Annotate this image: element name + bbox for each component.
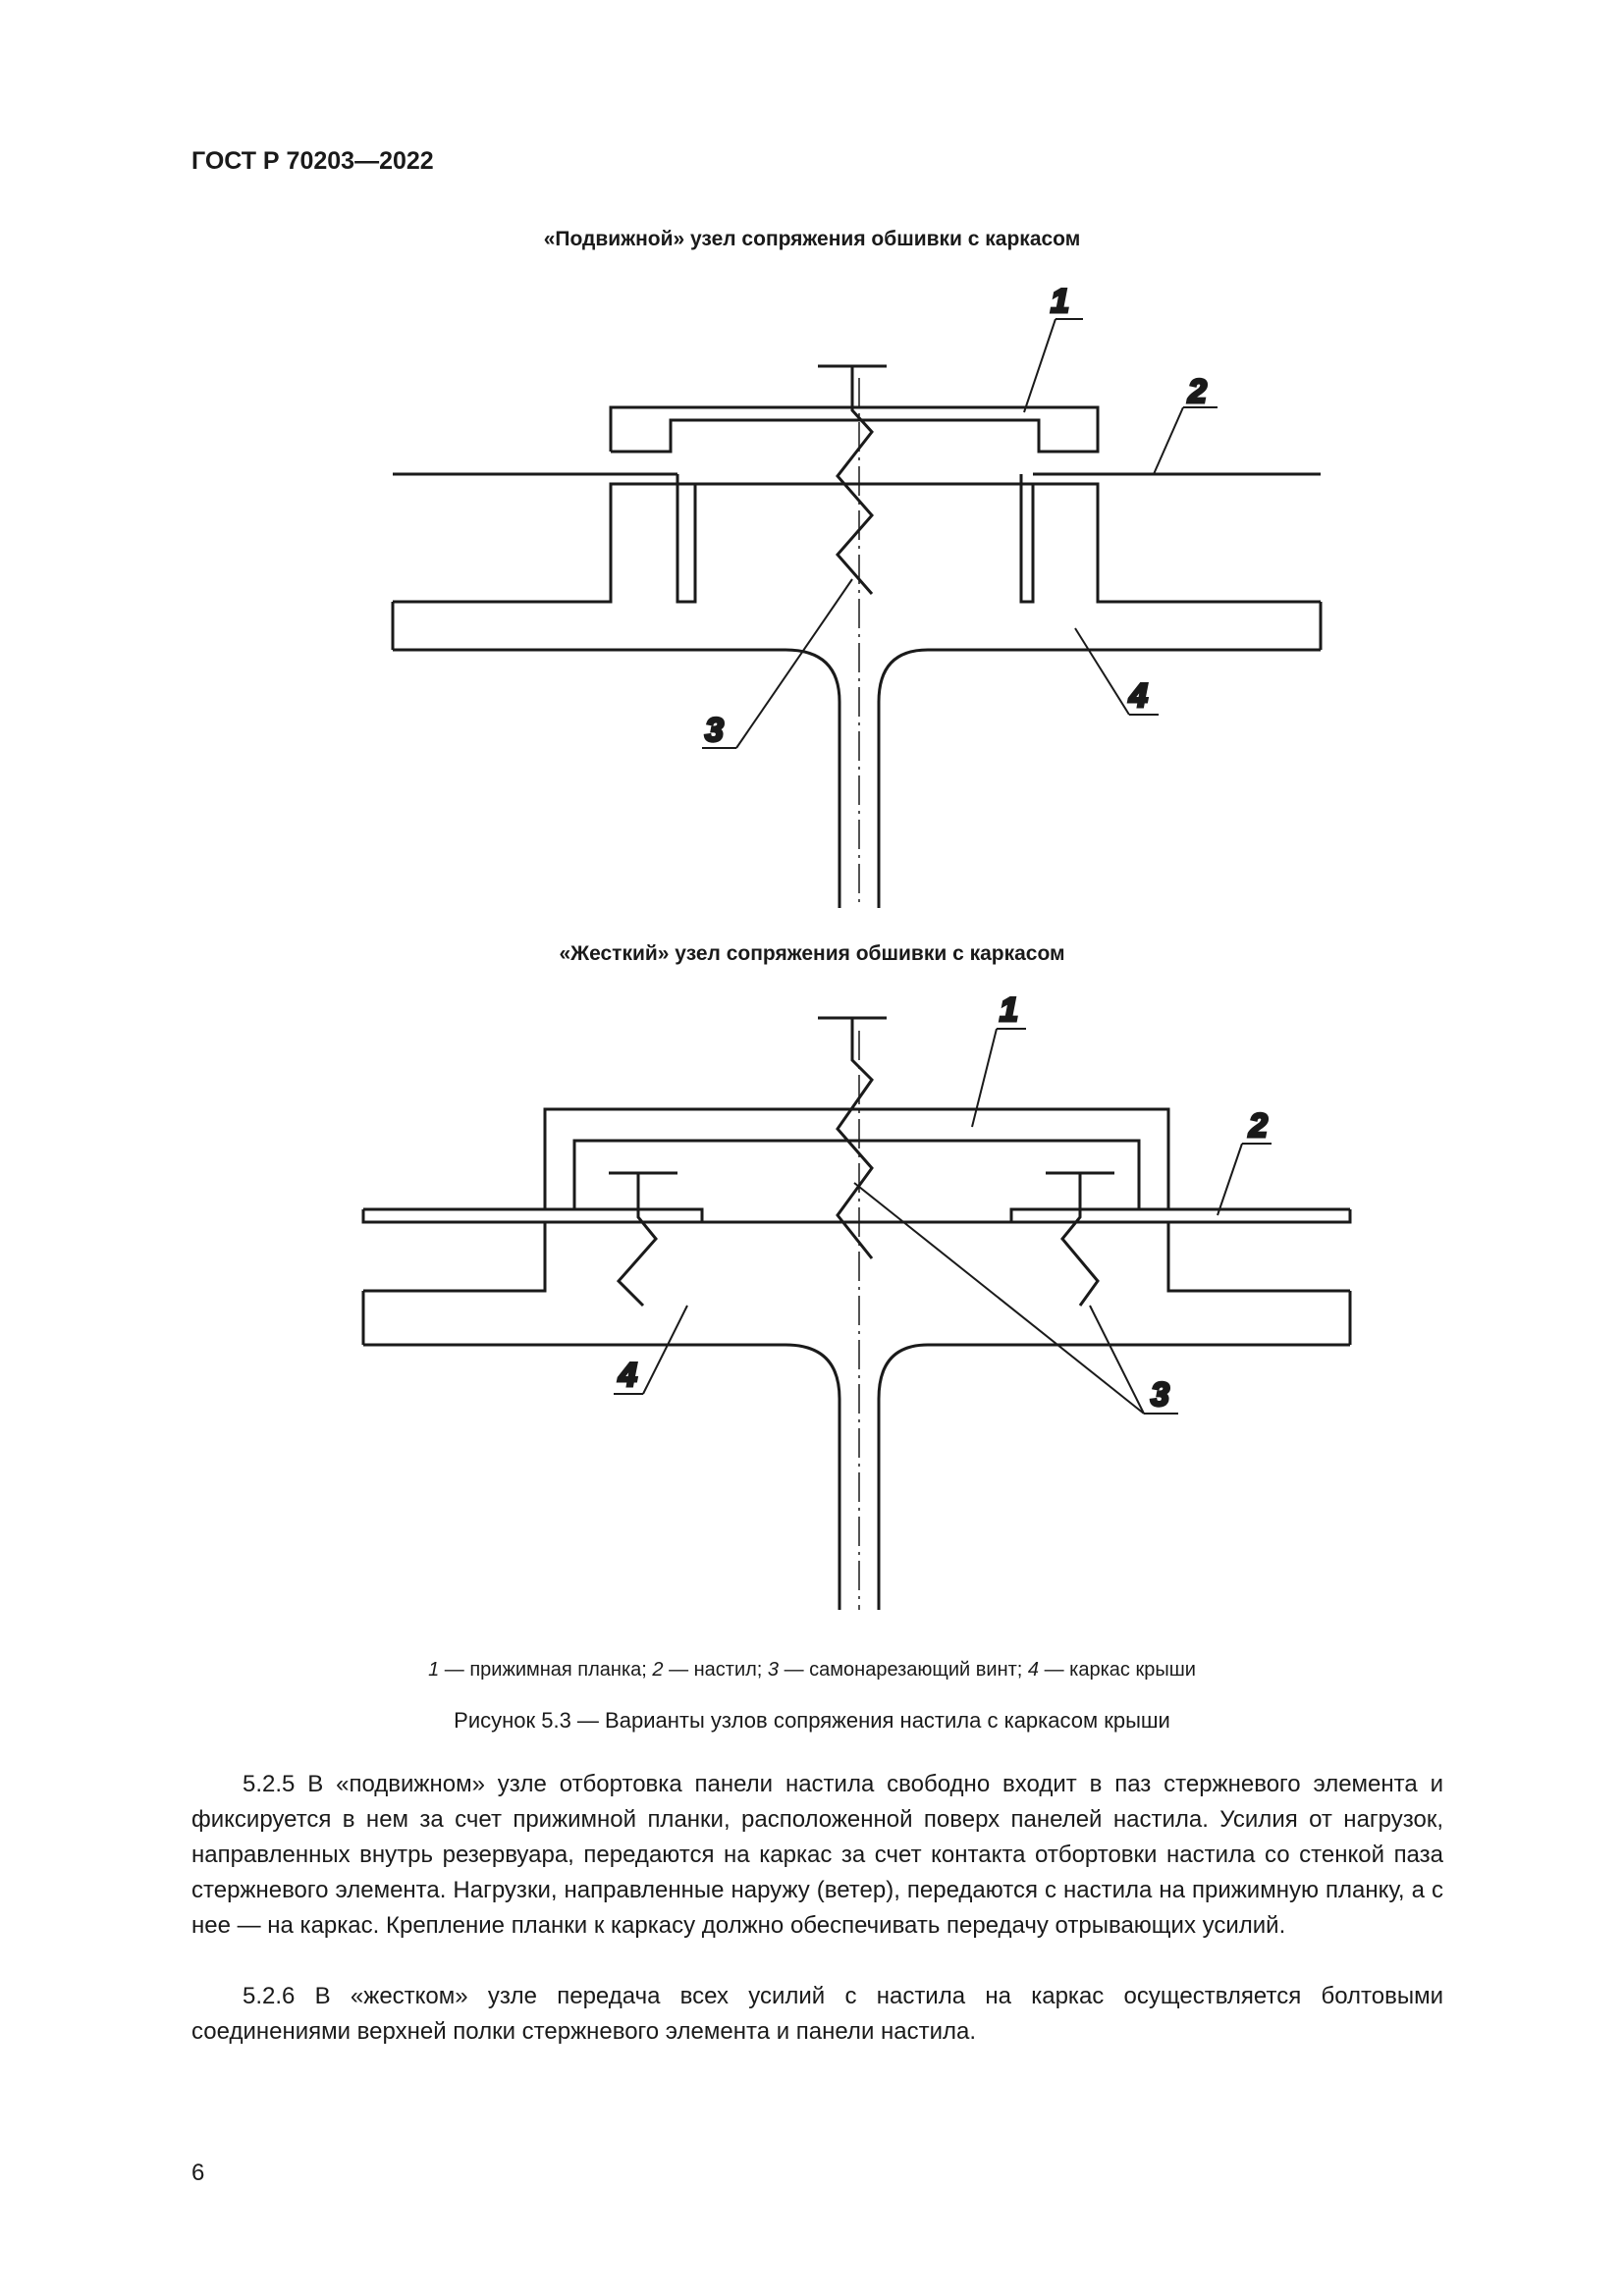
figure-2-drawing: 1 2 3 4 — [361, 990, 1352, 1610]
figure-caption: Рисунок 5.3 — Варианты узлов сопряжения … — [454, 1708, 1170, 1733]
legend-num-4: 4 — [1027, 1659, 1040, 1681]
paragraph-5-2-6: 5.2.6 В «жестком» узле передача всех уси… — [191, 1983, 1443, 2045]
figure-1-drawing: 1 2 3 4 — [391, 282, 1323, 908]
legend-num-3: 3 — [767, 1659, 780, 1681]
fig1-label-3: 3 — [705, 712, 724, 749]
fig1-label-2: 2 — [1187, 373, 1207, 410]
figure-2-title: «Жесткий» узел сопряжения обшивки с карк… — [559, 942, 1065, 965]
document-header: ГОСТ Р 70203—2022 — [191, 147, 434, 175]
fig2-label-3: 3 — [1151, 1376, 1169, 1414]
legend-text-1: — прижимная планка; — [439, 1659, 653, 1681]
legend-text-4: — каркас крыши — [1039, 1659, 1196, 1681]
figure-1-title: «Подвижной» узел сопряжения обшивки с ка… — [543, 228, 1081, 250]
fig2-label-4: 4 — [618, 1357, 637, 1394]
fig2-label-1: 1 — [1000, 991, 1018, 1029]
page-number: 6 — [191, 2160, 205, 2186]
fig2-label-2: 2 — [1248, 1107, 1268, 1145]
fig1-label-1: 1 — [1051, 283, 1069, 320]
figure-legend: 1 — прижимная планка; 2 — настил; 3 — са… — [0, 1659, 1624, 1682]
legend-text-3: — самонарезающий винт; — [779, 1659, 1028, 1681]
legend-num-2: 2 — [652, 1659, 664, 1681]
fig1-label-4: 4 — [1128, 677, 1148, 715]
legend-num-1: 1 — [428, 1659, 440, 1681]
legend-text-2: — настил; — [663, 1659, 768, 1681]
paragraph-5-2-5: 5.2.5 В «подвижном» узле отбортовка пане… — [191, 1771, 1443, 1939]
